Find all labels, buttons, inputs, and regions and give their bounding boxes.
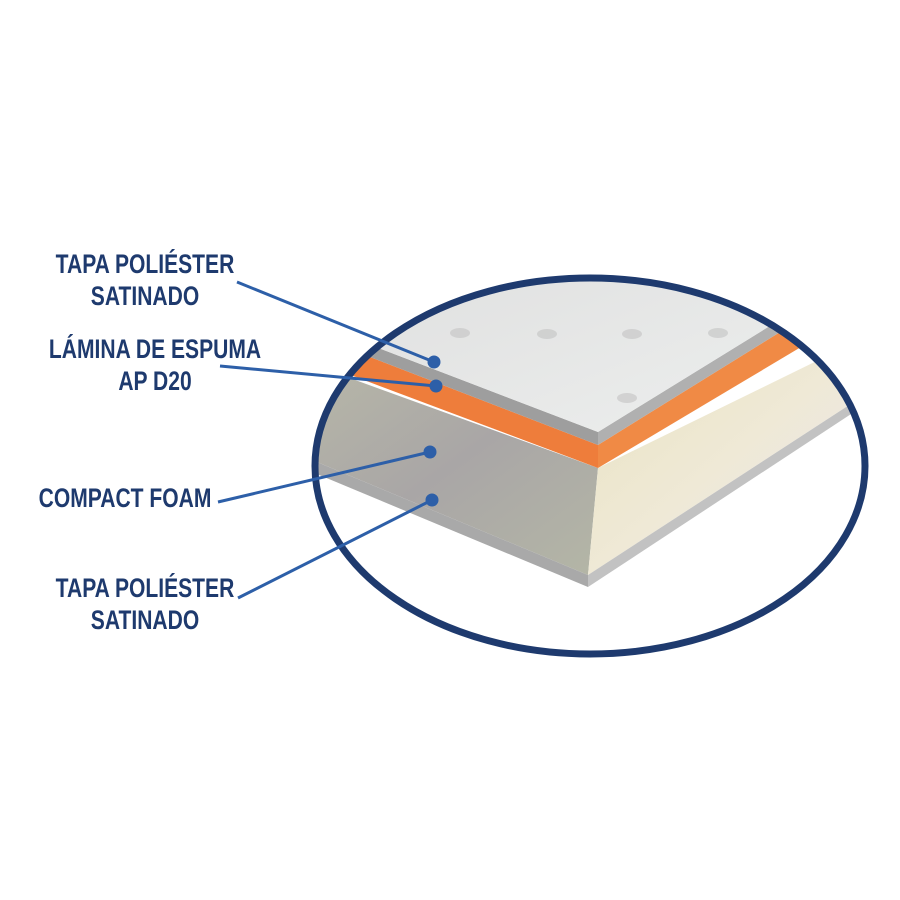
label-top-cover-line1: TAPA POLIÉSTER (55, 249, 235, 279)
foam-sheet-front (316, 330, 598, 468)
leader-line-4 (237, 498, 433, 600)
leader-dot-3 (423, 445, 437, 459)
label-compact-foam: COMPACT FOAM (35, 482, 214, 514)
label-bottom-cover-line1: TAPA POLIÉSTER (55, 573, 235, 603)
label-top-cover: TAPA POLIÉSTER SATINADO (55, 248, 235, 312)
bottom-cover-front (316, 455, 588, 587)
leader-dot-2 (429, 379, 443, 393)
leader-line-2 (219, 364, 437, 388)
label-foam-sheet: LÁMINA DE ESPUMA AP D20 (46, 333, 264, 397)
label-bottom-cover-line2: SATINADO (90, 605, 200, 635)
compact-foam-front (316, 360, 598, 575)
leader-dot-4 (425, 493, 439, 507)
detail-ellipse (311, 274, 869, 658)
leader-line-3 (217, 450, 431, 504)
bottom-cover-right (588, 385, 864, 587)
label-foam-sheet-line2: AP D20 (118, 366, 192, 396)
leader-line-1 (236, 280, 435, 364)
label-foam-sheet-line1: LÁMINA DE ESPUMA (48, 334, 262, 364)
label-compact-foam-line1: COMPACT FOAM (38, 483, 212, 513)
leader-dot-1 (427, 355, 441, 369)
label-top-cover-line2: SATINADO (90, 281, 200, 311)
top-cover-surface (316, 279, 864, 432)
label-bottom-cover: TAPA POLIÉSTER SATINADO (55, 572, 235, 636)
compact-foam-right (588, 330, 864, 575)
